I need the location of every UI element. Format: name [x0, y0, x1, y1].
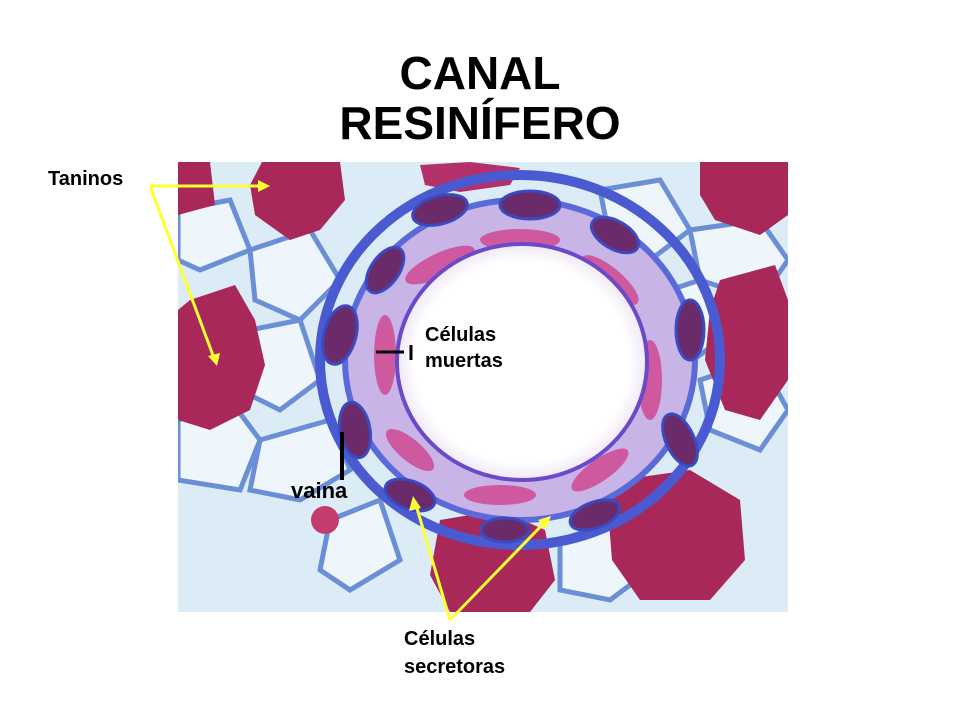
label-muertas-line-1: Células: [425, 324, 497, 346]
label-vaina: vaina: [291, 478, 348, 503]
label-taninos: Taninos: [48, 168, 124, 190]
label-muertas-line-2: muertas: [425, 350, 503, 372]
title-line-2: RESINÍFERO: [339, 97, 621, 149]
title-line-1: CANAL: [399, 47, 561, 99]
label-secretoras-line-1: Células: [404, 628, 476, 650]
canal-lumen: [395, 242, 649, 482]
label-secretoras-line-2: secretoras: [404, 656, 506, 678]
